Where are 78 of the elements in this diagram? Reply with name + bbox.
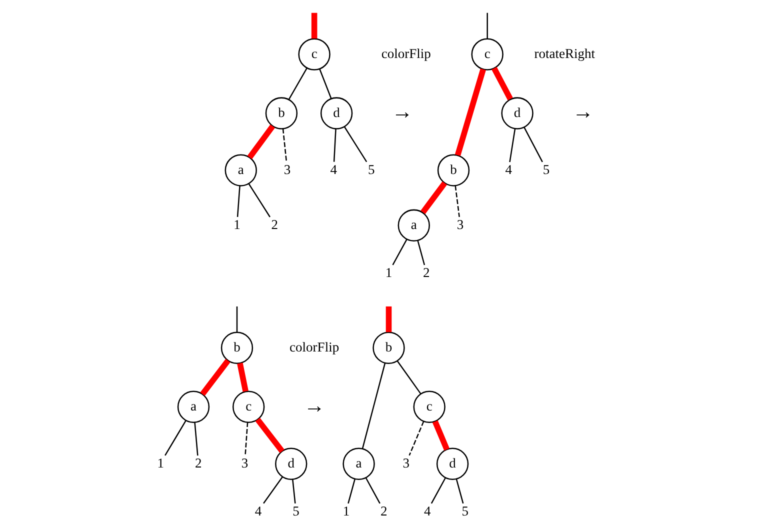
- connector: [486, 12, 488, 39]
- node-text: 5: [367, 162, 374, 177]
- connector: [244, 422, 248, 456]
- node-text: 4: [424, 503, 430, 518]
- connector: [392, 239, 407, 266]
- node-text: 2: [422, 264, 430, 280]
- node-circle: c: [412, 390, 445, 423]
- node-text: 3: [240, 455, 248, 470]
- node-circle: b: [220, 332, 253, 364]
- node-circle: c: [298, 38, 330, 70]
- connector: [454, 68, 486, 156]
- node-circle: a: [176, 390, 210, 423]
- connector: [200, 358, 230, 396]
- node-circle: d: [436, 448, 468, 480]
- node-text: 4: [254, 503, 262, 518]
- connector: [432, 420, 450, 451]
- connector: [254, 418, 284, 454]
- label: →: [572, 100, 594, 124]
- connector: [508, 128, 516, 162]
- node-circle: d: [274, 448, 307, 480]
- label: →: [303, 393, 324, 418]
- connector: [396, 360, 421, 394]
- connector: [416, 240, 425, 266]
- node-circle: a: [224, 154, 256, 186]
- connector: [430, 478, 446, 504]
- node-circle: c: [232, 390, 264, 423]
- node-circle: b: [436, 154, 470, 186]
- node-text: 1: [342, 503, 350, 518]
- connector: [523, 127, 542, 162]
- connector: [292, 479, 296, 504]
- connector: [318, 68, 332, 99]
- node-text: 1: [233, 216, 240, 232]
- node-circle: a: [342, 448, 374, 480]
- node-circle: b: [264, 97, 298, 130]
- node-text: 4: [330, 162, 337, 177]
- connector: [455, 478, 464, 504]
- label: →: [391, 100, 412, 124]
- node-circle: d: [320, 97, 352, 130]
- connector: [310, 12, 317, 39]
- connector: [236, 362, 248, 392]
- node-text: 5: [292, 503, 299, 518]
- label: rotateRight: [534, 46, 595, 61]
- node-text: 3: [402, 455, 410, 470]
- connector: [288, 68, 307, 100]
- connector: [408, 421, 424, 456]
- node-text: 1: [156, 455, 164, 470]
- node-circle: c: [470, 38, 503, 70]
- node-circle: d: [500, 97, 533, 130]
- connector: [262, 476, 282, 504]
- node-text: 1: [384, 264, 392, 280]
- node-text: 4: [504, 162, 512, 177]
- connector: [164, 420, 186, 456]
- node-text: 2: [270, 216, 278, 232]
- node-text: 2: [194, 455, 202, 470]
- connector: [454, 186, 460, 218]
- connector: [282, 128, 287, 162]
- connector: [347, 478, 356, 504]
- connector: [246, 124, 274, 160]
- connector: [361, 363, 386, 449]
- connector: [248, 184, 270, 218]
- label: colorFlip: [289, 339, 339, 354]
- node-text: 5: [542, 162, 550, 177]
- connector: [385, 306, 392, 332]
- node-circle: b: [372, 332, 404, 364]
- connector: [364, 478, 380, 504]
- node-text: 5: [461, 503, 468, 518]
- connector: [236, 306, 238, 332]
- connector: [420, 181, 447, 214]
- node-text: 3: [456, 216, 464, 232]
- node-circle: a: [397, 209, 430, 242]
- connector: [343, 126, 367, 162]
- label: colorFlip: [380, 46, 430, 61]
- connector: [194, 422, 198, 456]
- connector: [491, 66, 512, 100]
- node-text: 2: [380, 503, 387, 518]
- node-text: 3: [283, 162, 290, 177]
- connector: [332, 128, 336, 162]
- connector: [236, 186, 240, 218]
